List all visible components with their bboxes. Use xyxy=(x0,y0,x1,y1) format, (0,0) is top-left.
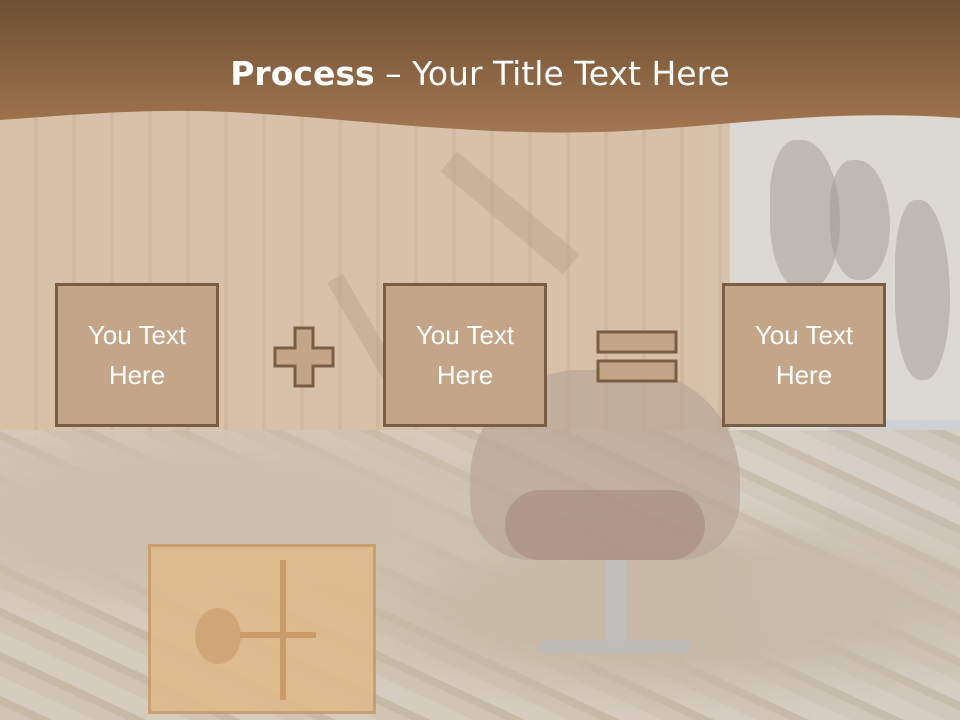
chair-base xyxy=(540,640,690,654)
chair-seat xyxy=(505,490,705,560)
header-band xyxy=(0,0,960,140)
equals-icon xyxy=(596,330,678,383)
process-box-1[interactable]: You Text Here xyxy=(55,283,219,427)
process-box-3[interactable]: You Text Here xyxy=(722,283,886,427)
graffiti-mark xyxy=(895,200,950,380)
chair-stem xyxy=(605,560,627,650)
title-rest: – Your Title Text Here xyxy=(374,54,730,93)
process-box-1-text: You Text Here xyxy=(87,320,187,390)
process-box-2[interactable]: You Text Here xyxy=(383,283,547,427)
title-bold: Process xyxy=(230,54,375,93)
cabinet-shelf xyxy=(280,560,286,700)
cabinet-shelf xyxy=(240,632,316,638)
graffiti-mark xyxy=(830,160,890,280)
wooden-cabinet xyxy=(148,544,376,714)
slide-title: Process – Your Title Text Here xyxy=(0,54,960,93)
header-wave xyxy=(0,0,960,133)
process-box-3-text: You Text Here xyxy=(754,320,854,390)
graffiti-mark xyxy=(770,140,840,290)
plus-icon xyxy=(273,326,335,388)
speaker-grille xyxy=(195,608,241,664)
process-box-2-text: You Text Here xyxy=(415,320,515,390)
